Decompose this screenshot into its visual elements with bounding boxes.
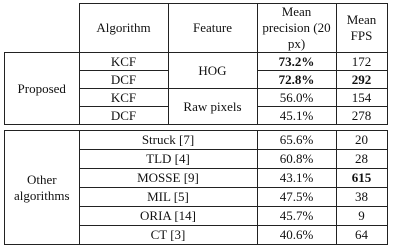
- fps-cell: 38: [335, 187, 388, 207]
- algorithm-cell: ORIA [14]: [78, 206, 258, 226]
- header-feature: Feature: [167, 3, 258, 53]
- table-row: DCF 45.1% 278: [5, 106, 388, 125]
- table-row: Other algorithms Struck [7] 65.6% 20: [4, 130, 388, 245]
- header-algorithm: Algorithm: [78, 3, 169, 53]
- group-label-proposed: Proposed: [4, 52, 80, 125]
- results-table: Algorithm Feature Mean precision (20 px)…: [4, 3, 388, 245]
- header-empty-cell: [4, 3, 80, 53]
- feature-cell-hog: HOG: [167, 52, 258, 89]
- header-mean-precision: Mean precision (20 px): [256, 3, 337, 53]
- precision-cell: 65.6%: [256, 130, 337, 150]
- precision-cell: 43.1%: [256, 168, 337, 188]
- algorithm-cell: DCF: [78, 106, 169, 125]
- algorithm-cell: CT [3]: [78, 225, 258, 245]
- algorithm-cell: KCF: [78, 88, 169, 107]
- precision-cell: 73.2%: [256, 52, 337, 71]
- fps-cell: 278: [335, 106, 388, 125]
- group-label-other: Other algorithms: [4, 130, 80, 245]
- precision-cell: 45.7%: [256, 206, 337, 226]
- table-row: MOSSE [9] 43.1% 615: [5, 168, 388, 188]
- results-table-container: Algorithm Feature Mean precision (20 px)…: [4, 3, 388, 245]
- precision-cell: 56.0%: [256, 88, 337, 107]
- fps-cell: 615: [335, 168, 388, 188]
- precision-cell: 45.1%: [256, 106, 337, 125]
- fps-cell: 292: [335, 70, 388, 89]
- table-row: TLD [4] 60.8% 28: [5, 149, 388, 169]
- header-mean-fps: Mean FPS: [335, 3, 388, 53]
- algorithm-cell: TLD [4]: [78, 149, 258, 169]
- algorithm-cell: KCF: [78, 52, 169, 71]
- fps-cell: 64: [335, 225, 388, 245]
- table-row: Proposed KCF HOG 73.2% 172: [4, 52, 388, 125]
- fps-cell: 172: [335, 52, 388, 71]
- algorithm-cell: Struck [7]: [78, 130, 258, 150]
- fps-cell: 9: [335, 206, 388, 226]
- precision-cell: 47.5%: [256, 187, 337, 207]
- table-row: CT [3] 40.6% 64: [5, 225, 388, 245]
- fps-cell: 154: [335, 88, 388, 107]
- algorithm-cell: MIL [5]: [78, 187, 258, 207]
- precision-cell: 72.8%: [256, 70, 337, 89]
- fps-cell: 28: [335, 149, 388, 169]
- header-row: Algorithm Feature Mean precision (20 px)…: [4, 3, 388, 53]
- fps-cell: 20: [335, 130, 388, 150]
- algorithm-cell: DCF: [78, 70, 169, 89]
- table-row: ORIA [14] 45.7% 9: [5, 206, 388, 226]
- algorithm-cell: MOSSE [9]: [78, 168, 258, 188]
- precision-cell: 60.8%: [256, 149, 337, 169]
- precision-cell: 40.6%: [256, 225, 337, 245]
- feature-cell-raw-pixels: Raw pixels: [167, 88, 258, 125]
- table-row: KCF Raw pixels 56.0% 154: [5, 88, 388, 125]
